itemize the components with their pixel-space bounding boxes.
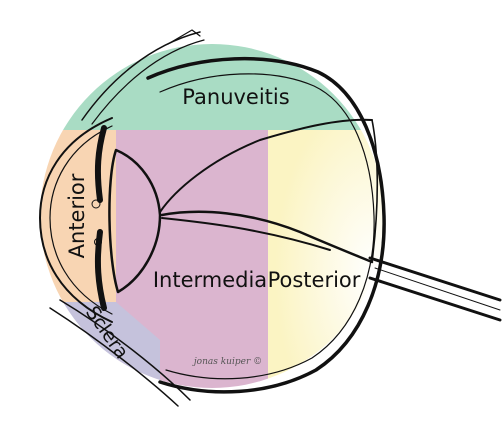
sclera-line-2 — [49, 307, 179, 407]
eyelid-corner — [167, 29, 201, 45]
sclera-line-1 — [59, 299, 191, 401]
eyelid-line-1 — [81, 31, 201, 121]
iris-upper — [94, 125, 107, 203]
credit-text: jonas kuiper © — [192, 357, 262, 367]
ciliary-detail-1 — [91, 199, 101, 209]
posterior-label: Posterior — [268, 268, 361, 292]
cornea-inner — [49, 125, 113, 315]
intermedia-label: Intermedia — [153, 268, 267, 292]
vitreous-line-lower — [161, 217, 331, 251]
ciliary-detail-2 — [94, 238, 102, 246]
eye-outline — [39, 29, 502, 407]
anterior-zone — [40, 130, 116, 302]
vitreous-line-upper — [160, 210, 374, 264]
iris-lower — [94, 229, 107, 311]
globe-inner-outline — [159, 73, 375, 380]
optic-nerve-center — [374, 267, 501, 311]
lens-outline — [108, 148, 162, 294]
optic-nerve-top — [368, 256, 502, 302]
ciliary-line-side — [371, 119, 379, 263]
eyelid-line-2 — [91, 39, 205, 125]
ciliary-line-top — [159, 118, 373, 213]
optic-nerve-bottom — [368, 276, 502, 322]
panuveitis-label: Panuveitis — [182, 85, 289, 109]
anterior-label: Anterior — [65, 173, 89, 258]
cornea-outer — [39, 117, 113, 323]
globe-outline — [146, 56, 386, 394]
